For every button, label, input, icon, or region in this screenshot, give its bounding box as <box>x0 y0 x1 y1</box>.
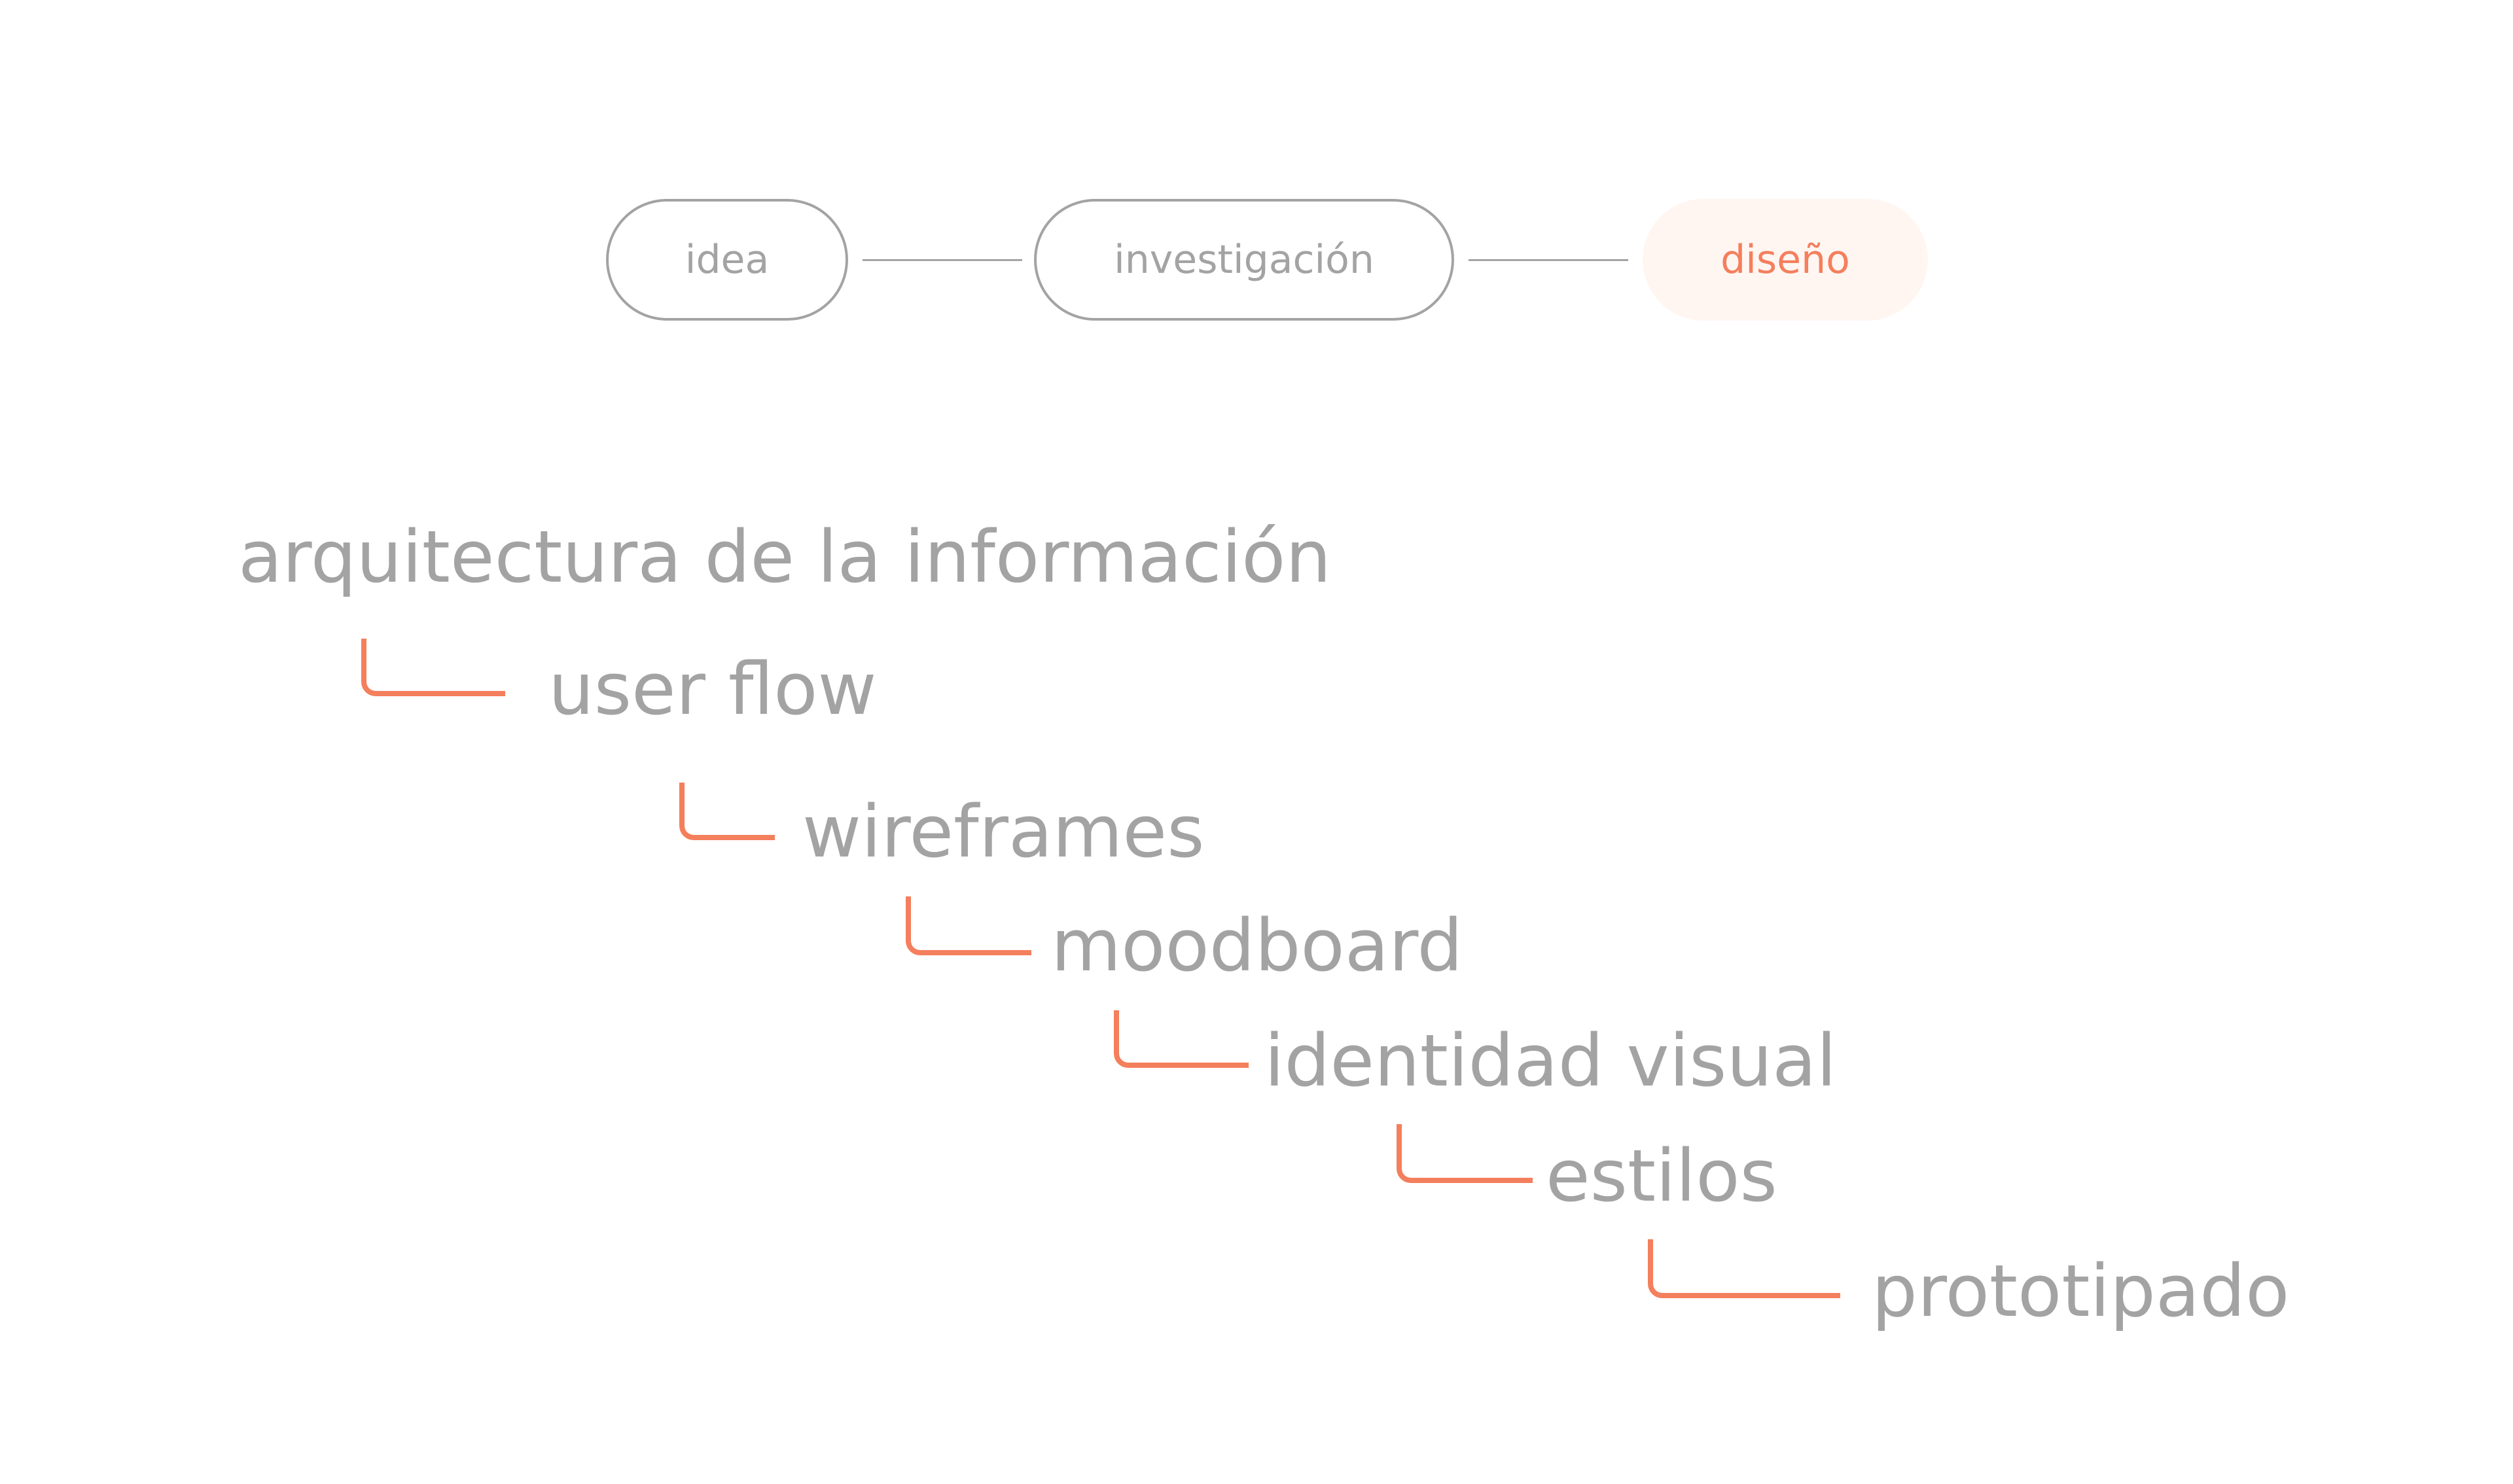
process-stepper: idea investigación diseño <box>0 0 2513 393</box>
tree-branch-connector <box>906 896 1031 955</box>
tree-item-identidad-visual: identidad visual <box>1264 1019 1837 1103</box>
step-connector <box>863 259 1022 261</box>
step-label: idea <box>685 237 770 283</box>
step-label: diseño <box>1720 237 1850 283</box>
tree-branch-connector <box>361 639 505 696</box>
step-diseno[interactable]: diseño <box>1643 199 1928 321</box>
tree-branch-connector <box>679 783 775 840</box>
step-label: investigación <box>1114 237 1374 283</box>
tree-branch-connector <box>1114 1010 1249 1068</box>
tree-root: arquitectura de la información <box>238 515 1332 599</box>
tree-item-estilos: estilos <box>1546 1134 1777 1218</box>
tree-branch-connector <box>1397 1124 1533 1183</box>
tree-branch-connector <box>1648 1239 1840 1298</box>
step-investigacion[interactable]: investigación <box>1034 199 1454 321</box>
tree-item-user-flow: user flow <box>548 647 877 731</box>
step-connector <box>1469 259 1628 261</box>
tree-item-prototipado: prototipado <box>1872 1249 2290 1333</box>
tree-item-moodboard: moodboard <box>1051 904 1463 987</box>
step-idea[interactable]: idea <box>606 199 848 321</box>
tree-item-wireframes: wireframes <box>802 790 1205 874</box>
